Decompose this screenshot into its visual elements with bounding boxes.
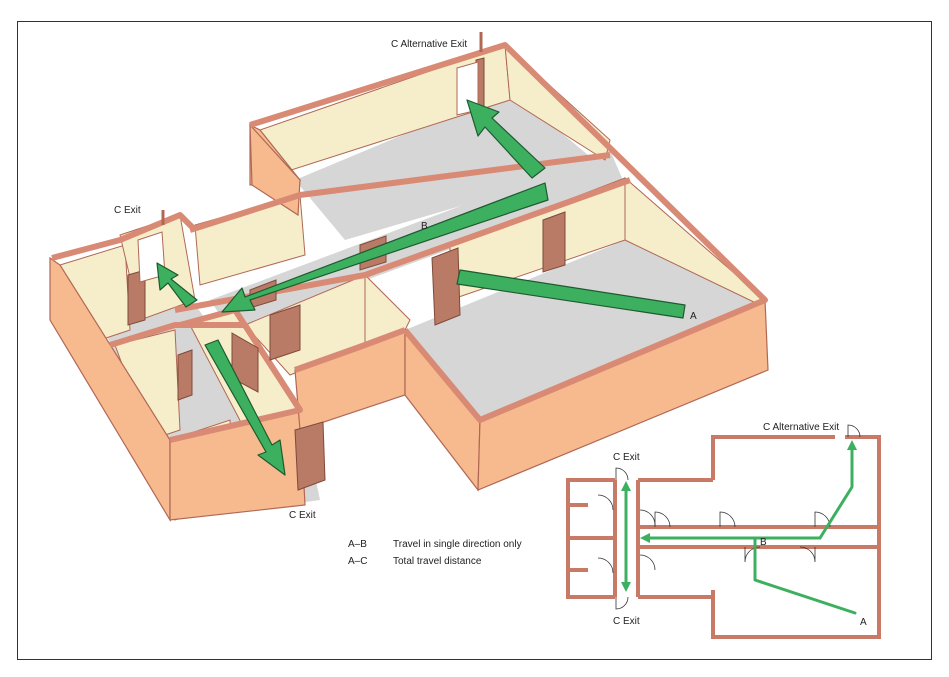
plan-door-stair-1 (639, 509, 656, 526)
legend-desc-2: Total travel distance (393, 556, 482, 567)
iso-label-point-b: B (421, 221, 428, 232)
door-large-room (431, 247, 461, 326)
plan-door-stair-2 (639, 554, 656, 571)
wall-top-corridor-upper (189, 152, 611, 233)
plan-door-corridor-2 (719, 511, 736, 528)
plan-route-arrowheads (621, 440, 857, 592)
plan-route-to-alt-exit (818, 446, 854, 540)
door-stair-right (231, 332, 259, 393)
route-to-top-left-exit (156, 262, 198, 308)
plan-door-lower-1 (744, 546, 761, 563)
legend-key-2: A–C (348, 556, 368, 567)
wall-top-left-block (51, 212, 198, 261)
door-left-room-2 (177, 349, 193, 401)
plan-arrow-top-exit (621, 481, 631, 491)
door-bottom-exit (294, 421, 326, 491)
iso-label-exit-top-left: C Exit (114, 205, 141, 216)
plan-door-left-1 (597, 494, 614, 511)
plan-label-exit-bottom: C Exit (613, 616, 640, 627)
plan-route-a-to-b (753, 536, 857, 615)
wall-top-mid (293, 327, 407, 373)
plan-label-point-a: A (860, 617, 867, 628)
plan-outer-top (711, 435, 835, 480)
plan-arrow-alt-exit (847, 440, 857, 450)
plan-door-bottom-exit (615, 596, 629, 610)
route-b-to-left (221, 182, 549, 313)
plan-label-point-b: B (760, 537, 767, 548)
legend-key-1: A–B (348, 539, 367, 550)
wall-top-outer-main (249, 42, 768, 423)
plan-door-corridor-1 (654, 511, 671, 528)
iso-label-alt-exit: C Alternative Exit (391, 39, 467, 50)
route-to-bottom-exit (204, 339, 286, 476)
plan-arrow-left (640, 533, 650, 543)
floor-large-room (405, 240, 760, 420)
plan-arrow-bottom-exit (621, 582, 631, 592)
plan-door-lower-2 (799, 546, 816, 563)
door-mid-room (269, 304, 301, 361)
route-a-to-b (456, 269, 686, 319)
plan-label-exit-top: C Exit (613, 452, 640, 463)
iso-label-exit-bottom: C Exit (289, 510, 316, 521)
floor-top-room (295, 90, 600, 240)
plan-door-top-exit (615, 467, 629, 481)
isometric-building (49, 32, 769, 523)
route-up-to-alt-exit (466, 99, 546, 179)
plan-door-swings (597, 424, 861, 610)
plan-door-left-2 (597, 557, 614, 574)
outer-wall-top-side (249, 123, 301, 217)
plan-outer-right-block (711, 435, 881, 639)
door-back-right (542, 211, 566, 273)
plan-label-alt-exit: C Alternative Exit (763, 422, 839, 433)
plan-routes (624, 446, 857, 615)
plan-door-alt-exit (847, 424, 861, 438)
iso-label-point-a: A (690, 311, 697, 322)
legend-desc-1: Travel in single direction only (393, 539, 522, 550)
